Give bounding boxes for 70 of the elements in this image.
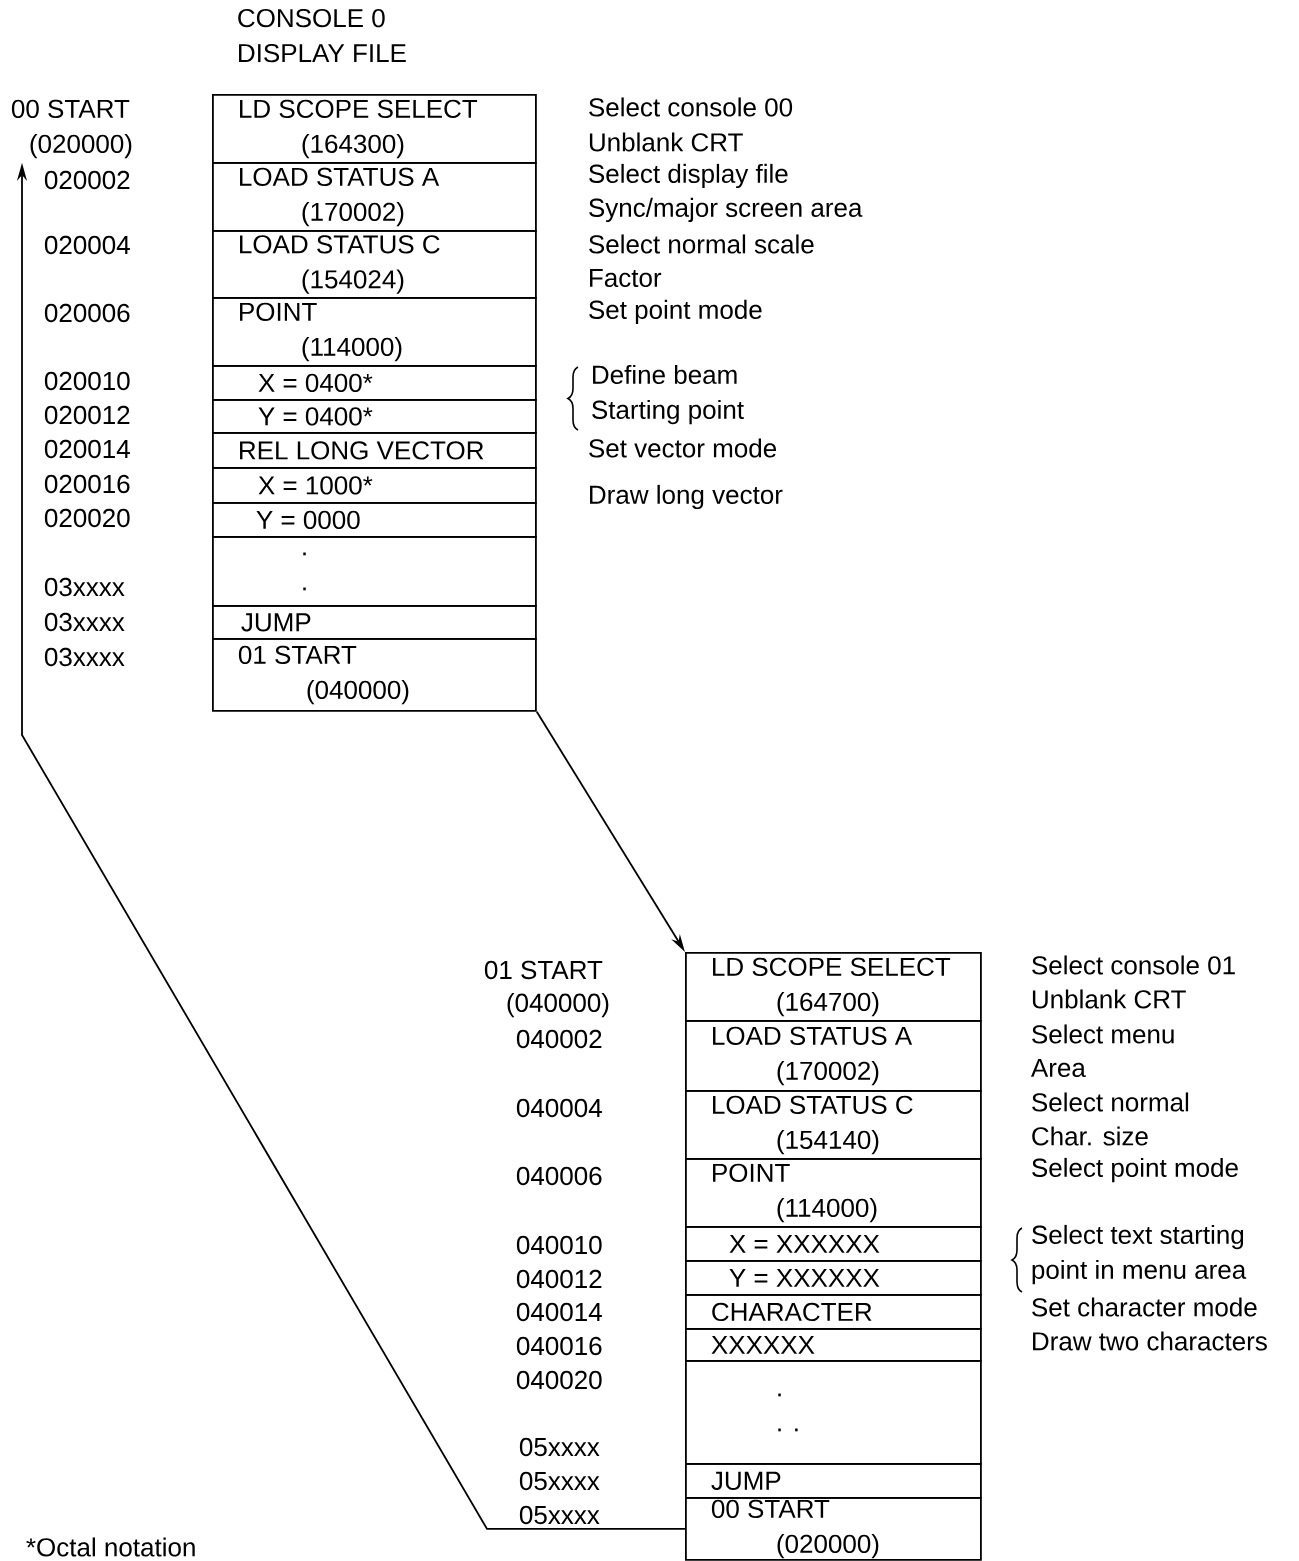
comment-text: Select normal scale xyxy=(589,234,814,254)
address-label: 03xxxx xyxy=(44,647,125,667)
comment-text: Sync/major screen area xyxy=(589,197,863,223)
memory-cell: POINT (114000) xyxy=(685,1158,982,1228)
memory-cell: LOAD STATUS C (154140) xyxy=(685,1090,982,1160)
memory-cell: 00 START (020000) xyxy=(685,1497,982,1561)
memory-cell: 01 START (040000) xyxy=(212,638,537,712)
comment-text: Select display file xyxy=(589,163,788,189)
comment-text: Factor xyxy=(590,268,662,288)
memory-cell: Y = 0000 xyxy=(212,502,537,538)
memory-cell: CHARACTER xyxy=(685,1294,982,1330)
address-label: 020012 xyxy=(44,405,130,425)
comment-text: Select point mode xyxy=(1032,1157,1238,1183)
memory-cell: XXXXXX xyxy=(685,1328,982,1362)
memory-cell: JUMP xyxy=(685,1463,982,1499)
address-label: 020006 xyxy=(44,303,130,323)
address-label: 020020 xyxy=(44,508,130,528)
memory-cell: X = XXXXXX xyxy=(685,1226,982,1262)
comment-text: Unblank CRT xyxy=(1032,989,1186,1009)
memory-cell: X = 1000* xyxy=(212,467,537,504)
memory-cell: Y = XXXXXX xyxy=(685,1260,982,1296)
address-label: 040012 xyxy=(516,1269,602,1289)
memory-cell: LD SCOPE SELECT (164300) xyxy=(212,94,537,164)
address-label: 020016 xyxy=(44,474,130,494)
memory-cell: LD SCOPE SELECT (164700) xyxy=(685,952,982,1022)
memory-cell: X = 0400* xyxy=(212,365,537,401)
footnote: *Octal notation xyxy=(26,1537,195,1557)
comment-text: Select normal xyxy=(1032,1092,1189,1112)
comment-text: Set point mode xyxy=(589,299,762,325)
address-label: 040016 xyxy=(516,1336,602,1356)
memory-cell: JUMP xyxy=(212,605,537,640)
memory-cell: LOAD STATUS A (170002) xyxy=(685,1020,982,1092)
address-label: 05xxxx xyxy=(519,1437,600,1457)
comment-text: Define beam Starting point xyxy=(592,364,744,425)
address-label: 00 START (020000) xyxy=(11,99,132,159)
address-label: 05xxxx xyxy=(519,1505,600,1525)
address-label: 020010 xyxy=(44,371,130,391)
comment-text: Unblank CRT xyxy=(589,132,743,152)
address-label: 020002 xyxy=(44,170,130,190)
memory-cell: LOAD STATUS A (170002) xyxy=(212,162,537,232)
address-label: 03xxxx xyxy=(44,612,125,632)
memory-cell: POINT (114000) xyxy=(212,297,537,367)
comment-text: Area xyxy=(1030,1058,1086,1078)
address-label: 040004 xyxy=(516,1098,602,1118)
comment-text: Char. size xyxy=(1032,1126,1148,1146)
memory-cell: LOAD STATUS C (154024) xyxy=(212,230,537,299)
address-label: 040010 xyxy=(516,1235,602,1255)
comment-text: Select text starting point in menu area xyxy=(1032,1224,1247,1285)
comment-text: Draw long vector xyxy=(590,484,783,510)
memory-cell: . . . xyxy=(685,1360,982,1465)
address-label: 040020 xyxy=(516,1370,602,1390)
memory-cell: Y = 0400* xyxy=(212,399,537,434)
address-label: 03xxxx xyxy=(44,577,125,597)
address-label: 05xxxx xyxy=(519,1471,600,1491)
address-label: 040006 xyxy=(516,1166,602,1186)
comment-text: Select menu xyxy=(1032,1024,1174,1044)
comment-text: Set character mode xyxy=(1032,1297,1257,1317)
memory-cell: REL LONG VECTOR xyxy=(212,432,537,469)
address-label: 01 START xyxy=(484,960,603,980)
comment-text: Draw two characters xyxy=(1033,1331,1267,1351)
comment-text: Set vector mode xyxy=(589,438,777,458)
address-label: (040000) xyxy=(507,992,609,1018)
memory-cell: . . xyxy=(212,536,537,607)
address-label: 040002 xyxy=(516,1029,602,1049)
comment-text: Select console 00 xyxy=(589,97,793,117)
address-label: 020004 xyxy=(44,235,130,255)
comment-text: Select console 01 xyxy=(1032,955,1235,975)
heading: CONSOLE 0 DISPLAY FILE xyxy=(238,8,406,63)
address-label: 040014 xyxy=(516,1302,602,1322)
address-label: 020014 xyxy=(44,439,130,459)
